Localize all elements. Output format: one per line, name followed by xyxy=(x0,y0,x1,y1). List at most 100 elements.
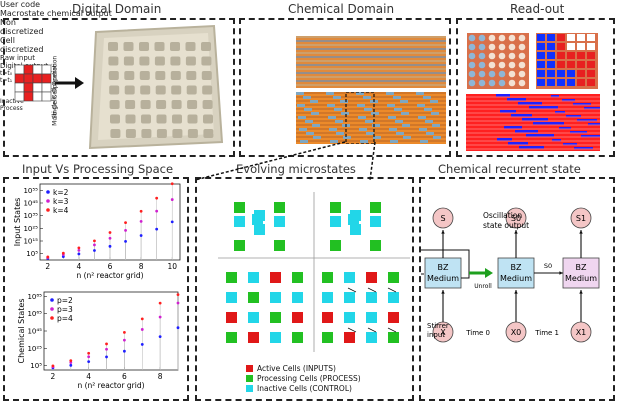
node-label: S xyxy=(440,214,445,223)
data-point xyxy=(171,182,174,185)
microstate-cell xyxy=(366,312,377,323)
legend-item: Active Cells (INPUTS) xyxy=(246,363,361,373)
microstate-cell xyxy=(388,332,399,343)
legend-marker xyxy=(50,307,54,311)
microstate-cell xyxy=(388,272,399,283)
chemical-recurrent-title: Chemical recurrent state xyxy=(438,162,581,176)
microstate-cell xyxy=(254,210,265,221)
data-point xyxy=(77,253,80,256)
reactor-plate-image xyxy=(86,24,226,152)
data-point xyxy=(155,197,158,200)
microstate-cell xyxy=(270,292,281,303)
microstate-cell xyxy=(344,292,355,303)
data-point xyxy=(155,210,158,213)
x-tick-label: 2 xyxy=(45,262,50,271)
data-point xyxy=(105,356,108,359)
microstate-cell xyxy=(226,332,237,343)
diagram-label: Medium xyxy=(565,274,597,283)
data-point xyxy=(155,228,158,231)
diagram-label: S0 xyxy=(544,262,552,270)
y-tick-label: 10⁶⁵ xyxy=(27,310,42,318)
y-axis-label: Input States xyxy=(13,198,22,247)
data-point xyxy=(105,348,108,351)
microstate-cell xyxy=(322,292,333,303)
microstate-cell xyxy=(388,312,399,323)
microstate-cell xyxy=(330,216,341,227)
data-point xyxy=(140,220,143,223)
legend-swatch xyxy=(246,385,253,392)
y-tick-label: 10²⁵ xyxy=(23,225,38,233)
data-point xyxy=(123,331,126,334)
microstate-cell xyxy=(234,202,245,213)
data-point xyxy=(69,364,72,367)
data-point xyxy=(109,231,112,234)
raw-input-image xyxy=(467,33,529,89)
data-point xyxy=(52,364,55,367)
microstate-cell xyxy=(370,202,381,213)
microstate-cell xyxy=(322,312,333,323)
microstate-cell xyxy=(248,332,259,343)
x-tick-label: 6 xyxy=(122,372,127,381)
y-tick-label: 10⁵⁵ xyxy=(23,187,38,195)
microstate-cell xyxy=(344,272,355,283)
data-point xyxy=(62,252,65,255)
microstate-cell xyxy=(330,202,341,213)
microstate-cell xyxy=(248,312,259,323)
legend-marker xyxy=(50,316,54,320)
microstate-cell xyxy=(270,332,281,343)
legend-item: Processing Cells (PROCESS) xyxy=(246,373,361,383)
microstate-cell xyxy=(226,272,237,283)
x-tick-label: 4 xyxy=(86,372,91,381)
data-point xyxy=(159,335,162,338)
microstate-cell xyxy=(226,312,237,323)
legend-marker xyxy=(46,199,50,203)
diagram-label: BZ xyxy=(576,263,587,272)
legend-label: p=3 xyxy=(57,305,73,314)
data-point xyxy=(141,328,144,331)
cell-discretized-image xyxy=(296,92,446,144)
x-tick-label: 8 xyxy=(139,262,144,271)
data-point xyxy=(177,302,180,305)
microstate-cell xyxy=(292,272,303,283)
diagram-label: Stirrer xyxy=(427,322,449,330)
microstate-cell xyxy=(274,202,285,213)
x-tick-label: 6 xyxy=(108,262,113,271)
legend-label: Processing Cells (PROCESS) xyxy=(257,374,361,383)
y-tick-label: 10⁴⁵ xyxy=(23,200,38,208)
data-point xyxy=(159,316,162,319)
y-axis-label: Chemical States xyxy=(17,298,26,363)
microstate-cell xyxy=(366,292,377,303)
data-point xyxy=(123,339,126,342)
readout-stripes-image xyxy=(466,94,600,151)
diagram-label: Medium xyxy=(427,274,459,283)
microstate-cell xyxy=(344,312,355,323)
data-point xyxy=(140,234,143,237)
data-point xyxy=(87,360,90,363)
data-point xyxy=(46,256,49,259)
readout-title: Read-out xyxy=(510,2,564,16)
data-point xyxy=(141,343,144,346)
data-point xyxy=(93,239,96,242)
multi-cell-op-label: Multi Cells Operation xyxy=(52,40,59,150)
chemical-domain-title: Chemical Domain xyxy=(288,2,394,16)
microstates-grid xyxy=(218,192,410,360)
data-point xyxy=(93,249,96,252)
recurrent-diagram: SS0S1BZMediumBZMediumBZMediumXX0X1Unroll… xyxy=(421,180,613,398)
arrow-right-icon xyxy=(55,76,85,90)
legend-swatch xyxy=(246,365,253,372)
microstate-cell xyxy=(292,332,303,343)
data-point xyxy=(141,317,144,320)
legend-item: Inactive Cells (CONTROL) xyxy=(246,383,361,393)
microstate-cell xyxy=(366,332,377,343)
legend-label: p=4 xyxy=(57,314,73,323)
data-point xyxy=(77,249,80,252)
diagram-label: Time 0 xyxy=(465,329,490,337)
diagram-label: BZ xyxy=(511,263,522,272)
microstate-cell xyxy=(254,224,265,235)
data-point xyxy=(171,198,174,201)
legend-label: k=3 xyxy=(53,197,69,206)
data-point xyxy=(109,245,112,248)
diagram-label: state output xyxy=(483,221,529,230)
